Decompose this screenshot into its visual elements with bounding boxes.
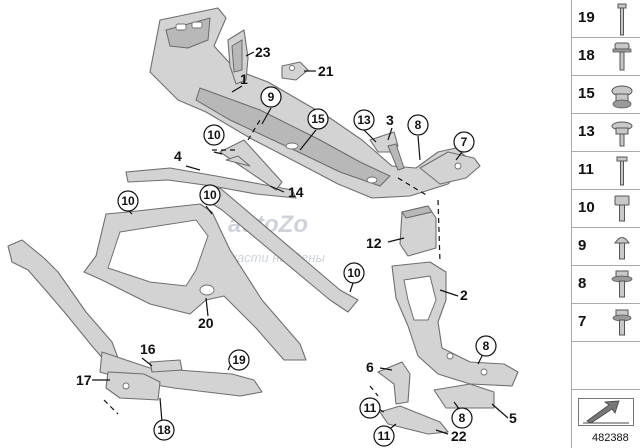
callout-circle-15: 15 <box>307 108 329 130</box>
callout-circle-19: 19 <box>228 349 250 371</box>
part-22-plate <box>379 405 449 435</box>
legend-empty-cell <box>572 342 640 390</box>
legend-item-18: 18 <box>572 38 640 76</box>
flange-nut-icon <box>611 85 633 109</box>
callout-1: 1 <box>240 71 248 87</box>
callout-2: 2 <box>460 287 468 303</box>
legend-item-13: 13 <box>572 114 640 152</box>
callout-22: 22 <box>451 428 467 444</box>
callout-23: 23 <box>255 44 271 60</box>
legend-item-15: 15 <box>572 76 640 114</box>
svg-text:10: 10 <box>347 266 361 280</box>
svg-text:19: 19 <box>232 353 246 367</box>
svg-text:8: 8 <box>459 411 466 425</box>
direction-arrow-icon <box>583 400 629 424</box>
svg-text:7: 7 <box>461 135 468 149</box>
callout-14: 14 <box>288 184 304 200</box>
callout-circle-18: 18 <box>153 419 175 441</box>
legend-item-9: 9 <box>572 228 640 266</box>
callout-3: 3 <box>386 112 394 128</box>
fastener-legend: 19 18 15 13 11 <box>571 0 640 448</box>
svg-text:18: 18 <box>157 423 171 437</box>
callouts-circled: 9 15 13 8 7 10 10 10 <box>117 86 497 447</box>
legend-number: 11 <box>578 161 594 178</box>
part-2-carrier <box>391 261 519 387</box>
part-21-clip <box>281 61 309 81</box>
legend-number: 19 <box>578 9 595 26</box>
callout-circle-11-lower: 11 <box>373 425 395 447</box>
callout-4: 4 <box>174 148 182 164</box>
callout-circle-8-bottom: 8 <box>451 407 473 429</box>
legend-item-11: 11 <box>572 152 640 190</box>
callout-12: 12 <box>366 235 382 251</box>
callout-circle-9: 9 <box>260 86 282 108</box>
parts-diagram: autoZo Запчасти найдены <box>7 7 519 447</box>
callout-circle-10-upper: 10 <box>203 124 225 146</box>
callout-circle-10-right: 10 <box>343 262 365 284</box>
part-6-bracket <box>377 361 411 405</box>
legend-number: 13 <box>578 123 595 140</box>
callout-17: 17 <box>76 372 92 388</box>
part-14-strut <box>219 139 283 191</box>
callouts-plain: 23 21 1 3 4 14 12 2 20 16 17 6 5 22 <box>76 44 517 444</box>
round-head-bolt-icon <box>614 237 630 260</box>
callout-circle-11-upper: 11 <box>359 397 381 419</box>
callout-circle-10-middle: 10 <box>199 184 221 206</box>
part-23-bracket <box>227 29 249 85</box>
part-5-bracket <box>433 383 495 409</box>
svg-text:13: 13 <box>357 113 371 127</box>
hex-bolt-icon <box>614 195 630 222</box>
svg-text:10: 10 <box>207 128 221 142</box>
svg-text:9: 9 <box>268 90 275 104</box>
callout-circle-13: 13 <box>353 109 375 131</box>
direction-arrow-box <box>578 398 634 426</box>
part-20-frame <box>83 187 359 361</box>
legend-item-8: 8 <box>572 266 640 304</box>
callout-circle-10-left: 10 <box>117 190 139 212</box>
leader-lines <box>92 51 509 435</box>
legend-item-19: 19 <box>572 0 640 38</box>
svg-text:15: 15 <box>311 112 325 126</box>
legend-item-10: 10 <box>572 190 640 228</box>
legend-number: 15 <box>578 85 595 102</box>
part-7-bracket <box>419 151 481 185</box>
svg-text:8: 8 <box>483 339 490 353</box>
legend-number: 10 <box>578 199 595 216</box>
legend-number: 18 <box>578 47 595 64</box>
callout-20: 20 <box>198 315 214 331</box>
rivet-icon <box>616 156 628 186</box>
callout-5: 5 <box>509 410 517 426</box>
collar-bolt-icon <box>612 42 632 71</box>
callout-circle-8-top: 8 <box>407 114 429 136</box>
washer-bolt-icon <box>612 309 632 336</box>
legend-item-7: 7 <box>572 304 640 342</box>
part-16-bracket <box>105 359 183 401</box>
svg-text:10: 10 <box>121 194 135 208</box>
part-4-strut <box>125 167 297 199</box>
part-3-bracket <box>369 131 405 171</box>
svg-text:11: 11 <box>378 429 391 443</box>
svg-text:10: 10 <box>203 188 217 202</box>
svg-text:11: 11 <box>364 401 377 415</box>
legend-number: 9 <box>578 237 587 254</box>
washer-screw-icon <box>611 121 633 147</box>
long-bolt-icon <box>617 3 627 36</box>
svg-text:8: 8 <box>415 118 422 132</box>
reference-number: 482388 <box>592 432 629 444</box>
callout-21: 21 <box>318 63 334 79</box>
flange-bolt-icon <box>611 270 633 298</box>
legend-number: 8 <box>578 275 587 292</box>
callout-16: 16 <box>140 341 156 357</box>
part-12-box <box>399 205 437 257</box>
callout-circle-8-mid: 8 <box>475 335 497 357</box>
callout-circle-7: 7 <box>453 131 475 153</box>
legend-number: 7 <box>578 313 587 330</box>
callout-6: 6 <box>366 359 374 375</box>
